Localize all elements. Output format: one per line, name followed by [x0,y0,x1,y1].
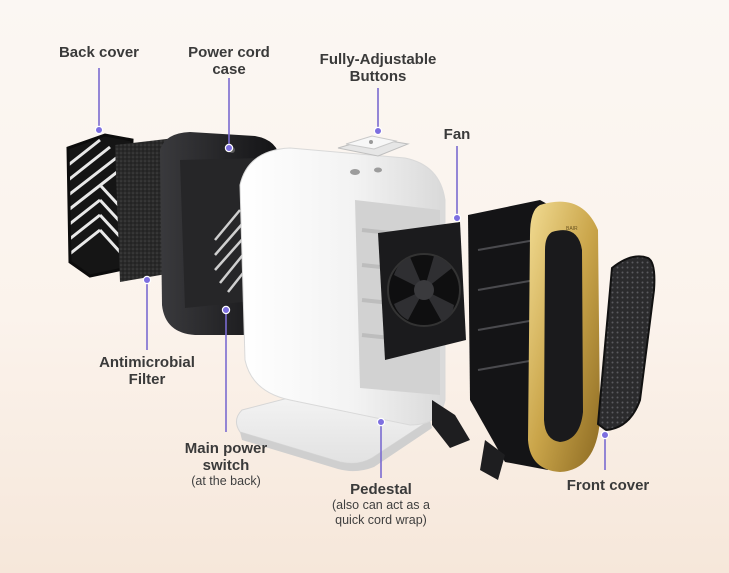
main-power-switch-note: (at the back) [172,474,280,489]
label-fan: Fan [440,126,474,143]
label-main-power-switch: Main power switch (at the back) [172,440,280,489]
svg-text:BAIR: BAIR [566,226,578,232]
label-front-cover: Front cover [558,477,658,494]
label-pedestal: Pedestal (also can act as a quick cord w… [316,481,446,528]
label-fully-adjustable-buttons: Fully-Adjustable Buttons [318,51,438,85]
fan-part [378,222,466,360]
pedestal-text: Pedestal [316,481,446,498]
pedestal-note: (also can act as a quick cord wrap) [316,498,446,528]
front-cover-part [598,256,654,430]
label-back-cover: Back cover [58,44,140,61]
label-antimicrobial-filter: Antimicrobial Filter [86,354,208,388]
main-power-switch-text: Main power switch [172,440,280,474]
label-power-cord-case: Power cord case [178,44,280,78]
